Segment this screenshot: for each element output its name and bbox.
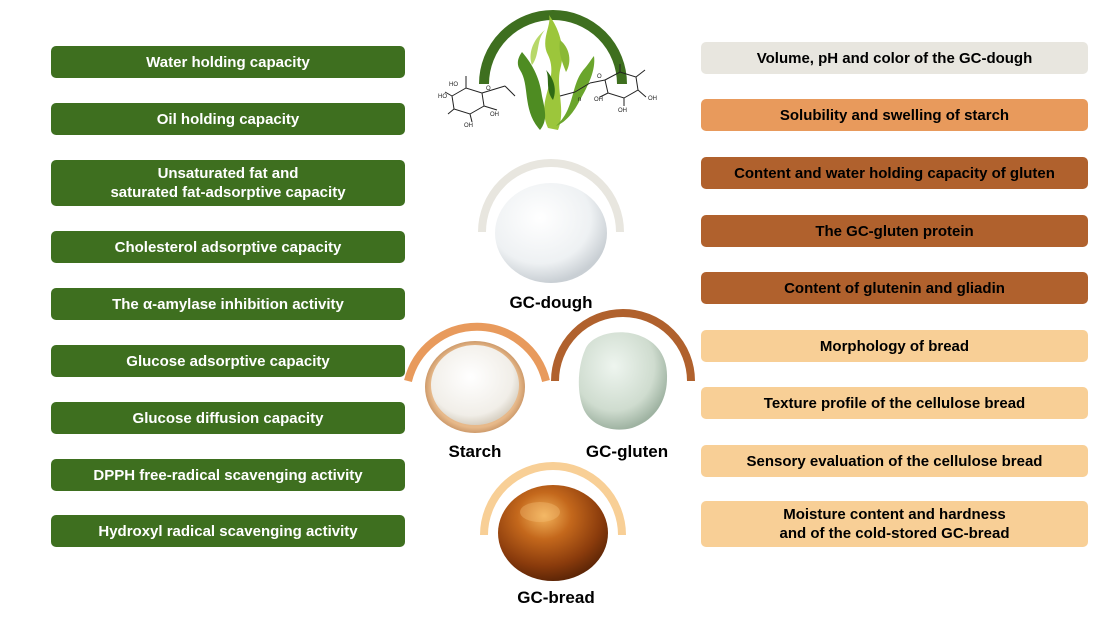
starch-arc xyxy=(404,322,550,382)
mol-label-oh-3: OH xyxy=(594,97,603,103)
left-box-fat-line2: saturated fat-adsorptive capacity xyxy=(110,184,346,201)
left-box-water-holding: Water holding capacity xyxy=(51,46,405,78)
mol-label-oh-2: OH xyxy=(490,112,499,118)
label-gc-gluten: GC-gluten xyxy=(585,442,669,461)
right-box-volume-ph-color: Volume, pH and color of the GC-dough xyxy=(701,42,1088,74)
label-gc-bread: GC-bread xyxy=(517,588,595,607)
left-box-cholesterol: Cholesterol adsorptive capacity xyxy=(51,231,405,263)
dough-ball xyxy=(495,183,607,283)
left-box-dpph: DPPH free-radical scavenging activity xyxy=(51,459,405,491)
label-starch: Starch xyxy=(448,442,502,461)
bread-bun xyxy=(498,485,608,581)
top-green-arc xyxy=(479,10,627,85)
starch-powder xyxy=(431,345,519,425)
right-box-bread-morphology: Morphology of bread xyxy=(701,330,1088,362)
right-box-texture-profile: Texture profile of the cellulose bread xyxy=(701,387,1088,419)
dough-arc xyxy=(478,159,624,233)
mol-label-ho-1: HO xyxy=(449,82,458,88)
label-gc-dough: GC-dough xyxy=(509,293,593,312)
seaweed-icon xyxy=(517,15,595,130)
mol-label-oh-5: OH xyxy=(648,96,657,102)
gluten-lump xyxy=(578,332,668,430)
left-box-hydroxyl: Hydroxyl radical scavenging activity xyxy=(51,515,405,547)
left-box-amylase: The α-amylase inhibition activity xyxy=(51,288,405,320)
right-box-moisture-hardness: Moisture content and hardness and of the… xyxy=(701,501,1088,547)
left-box-glucose-adsorptive: Glucose adsorptive capacity xyxy=(51,345,405,377)
mol-label-oh-4: OH xyxy=(618,108,627,114)
cellulose-structure-icon xyxy=(444,64,647,123)
right-box-moisture-line2: and of the cold-stored GC-bread xyxy=(779,525,1010,542)
right-box-moisture-line1: Moisture content and hardness xyxy=(783,506,1006,523)
mol-label-ho-2: HO xyxy=(438,94,447,100)
gluten-arc xyxy=(551,309,695,382)
bread-arc xyxy=(480,462,626,536)
mol-label-o-2: O xyxy=(597,74,602,80)
right-box-starch-solubility: Solubility and swelling of starch xyxy=(701,99,1088,131)
right-box-glutenin-gliadin: Content of glutenin and gliadin xyxy=(701,272,1088,304)
right-box-gluten-content: Content and water holding capacity of gl… xyxy=(701,157,1088,189)
right-box-sensory-evaluation: Sensory evaluation of the cellulose brea… xyxy=(701,445,1088,477)
mol-label-n: n xyxy=(578,97,581,103)
left-box-glucose-diffusion: Glucose diffusion capacity xyxy=(51,402,405,434)
left-box-fat-line1: Unsaturated fat and xyxy=(157,165,299,182)
left-box-fat-adsorptive: Unsaturated fat and saturated fat-adsorp… xyxy=(51,160,405,206)
left-box-oil-holding: Oil holding capacity xyxy=(51,103,405,135)
mol-label-o-1: O xyxy=(486,86,491,92)
right-box-gluten-protein: The GC-gluten protein xyxy=(701,215,1088,247)
mol-label-oh-1: OH xyxy=(464,123,473,129)
